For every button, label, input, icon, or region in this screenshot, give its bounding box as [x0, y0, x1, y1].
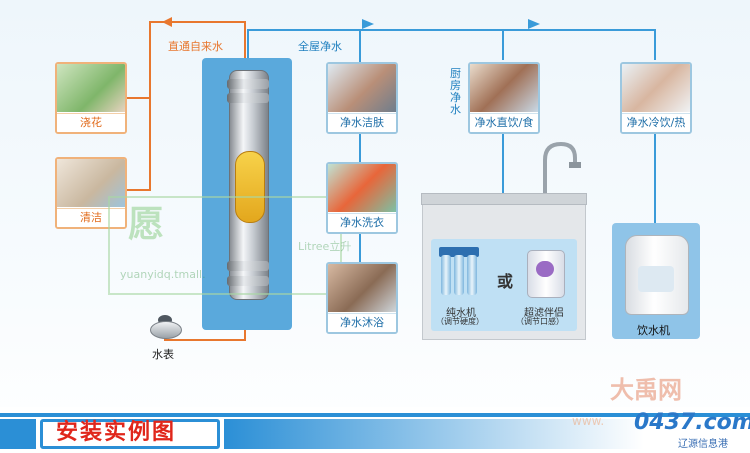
card-drink: 净水直饮/食用 — [468, 62, 540, 134]
watermark-store: yuanyidq.tmall. — [120, 268, 206, 281]
footer-bar — [0, 407, 750, 453]
dispenser-label: 饮水机 — [637, 324, 670, 337]
blue-arrow-1 — [362, 19, 374, 29]
watermark-litree: Litree立升 — [298, 240, 352, 253]
or-label: 或 — [497, 272, 514, 291]
card-caption: 浇花 — [57, 113, 125, 132]
watermark-brand: 愿 — [128, 204, 165, 245]
water-filter — [227, 70, 269, 300]
water-dispenser-icon — [625, 235, 689, 315]
card-caption: 净水洁肤 — [328, 113, 396, 132]
card-watering: 浇花 — [55, 62, 127, 134]
card-skin: 净水洁肤 — [326, 62, 398, 134]
card-caption: 净水冷饮/热饮 — [622, 113, 690, 132]
card-caption: 净水沐浴 — [328, 313, 396, 332]
corner-subtitle: 辽源信息港 — [678, 439, 728, 450]
faucet-icon — [543, 141, 581, 198]
card-laundry: 净水洗衣 — [326, 162, 398, 234]
cleaning-photo — [57, 159, 125, 207]
ultrafilter-icon — [527, 250, 565, 298]
blue-pipe — [247, 29, 656, 62]
orange-arrow — [162, 17, 172, 27]
corner-watermark: 大禹网 www. 0437.com 辽源信息港 — [560, 370, 750, 453]
drink-photo — [470, 64, 538, 112]
kitchen-label: 厨房净水 — [450, 67, 461, 116]
ultra-note: （调节口感） — [516, 317, 564, 326]
corner-logo: 0437.com — [634, 410, 750, 435]
corner-www: www. — [572, 414, 605, 428]
filter-brand-label — [235, 151, 265, 223]
card-caption: 净水直饮/食用 — [470, 113, 538, 132]
water-meter-icon — [148, 315, 182, 339]
shower-photo — [328, 264, 396, 312]
watermark-frame — [108, 196, 342, 295]
ro-purifier-icon — [439, 245, 479, 300]
meter-label: 水表 — [152, 348, 174, 361]
orange-pipe-left — [125, 21, 246, 191]
skin-photo — [328, 64, 396, 112]
ro-note: （调节硬度） — [436, 317, 484, 326]
card-cold-hot: 净水冷饮/热饮 — [620, 62, 692, 134]
ro-name: 纯水机 — [446, 308, 476, 319]
direct-tap-label: 直通自来水 — [168, 40, 223, 53]
ultra-name: 超滤伴侣 — [524, 308, 564, 319]
whole-house-label: 全屋净水 — [298, 40, 342, 53]
card-shower: 净水沐浴 — [326, 262, 398, 334]
corner-site-name: 大禹网 — [610, 376, 682, 404]
laundry-photo — [328, 164, 396, 212]
page-title: 安装实例图 — [56, 420, 177, 445]
cold-hot-photo — [622, 64, 690, 112]
card-caption: 净水洗衣 — [328, 213, 396, 232]
watering-photo — [57, 64, 125, 112]
blue-arrow-2 — [528, 19, 540, 29]
